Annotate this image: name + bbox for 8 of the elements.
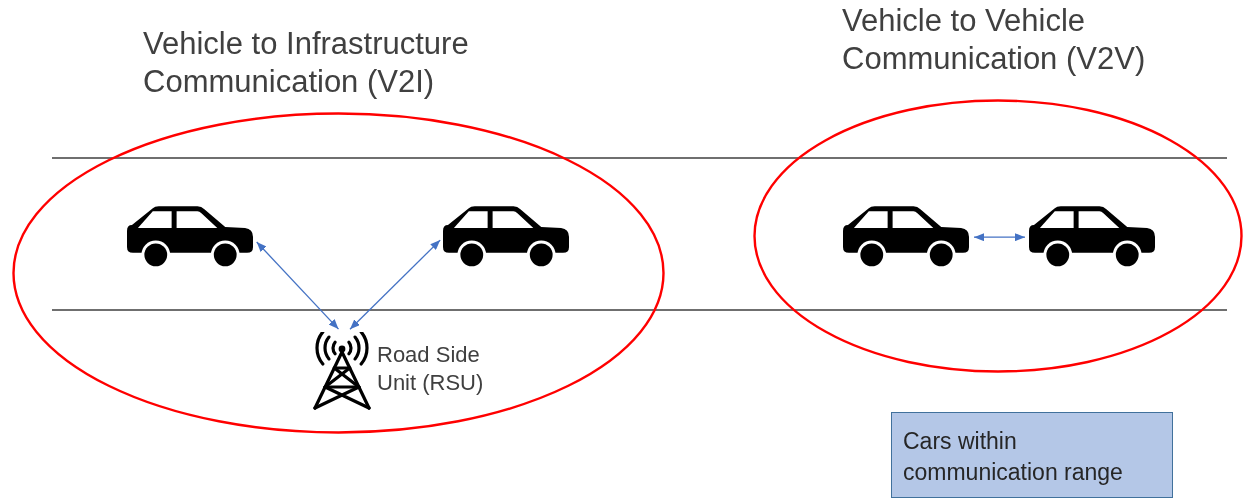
double-arrow [349,239,441,330]
note-box [891,412,1173,498]
double-arrow [973,233,1026,242]
group-title: Vehicle to Infrastructure Communication (V2I) [143,25,470,101]
note-text: Cars within communication range [903,427,1124,487]
tower-label: Road Side Unit (RSU) [377,341,485,397]
double-arrow [256,241,340,330]
group-title: Vehicle to Vehicle Communication (V2V) [842,2,1147,78]
